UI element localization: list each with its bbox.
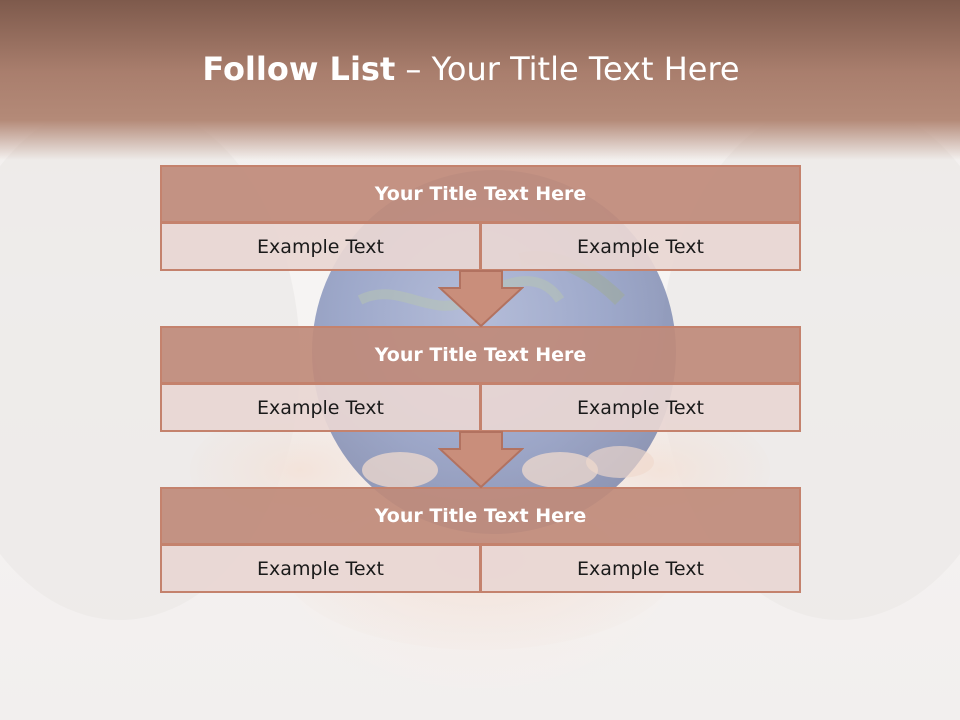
- down-arrow-icon: [438, 270, 524, 328]
- step-block-3: Your Title Text Here Example Text Exampl…: [160, 487, 801, 593]
- title-bold: Follow List: [202, 50, 396, 88]
- down-arrow-icon: [438, 431, 524, 489]
- step-header-2: Your Title Text Here: [160, 326, 801, 384]
- slide-title: Follow List – Your Title Text Here: [0, 50, 942, 88]
- step-2-left-cell: Example Text: [160, 383, 481, 432]
- title-rest: Your Title Text Here: [431, 50, 740, 88]
- step-header-1: Your Title Text Here: [160, 165, 801, 223]
- step-block-1: Your Title Text Here Example Text Exampl…: [160, 165, 801, 271]
- step-block-2: Your Title Text Here Example Text Exampl…: [160, 326, 801, 432]
- step-1-right-cell: Example Text: [480, 222, 801, 271]
- step-header-3: Your Title Text Here: [160, 487, 801, 545]
- step-1-left-cell: Example Text: [160, 222, 481, 271]
- step-3-right-cell: Example Text: [480, 544, 801, 593]
- title-dash: –: [405, 50, 422, 88]
- header-band: [0, 0, 960, 160]
- step-3-left-cell: Example Text: [160, 544, 481, 593]
- step-2-right-cell: Example Text: [480, 383, 801, 432]
